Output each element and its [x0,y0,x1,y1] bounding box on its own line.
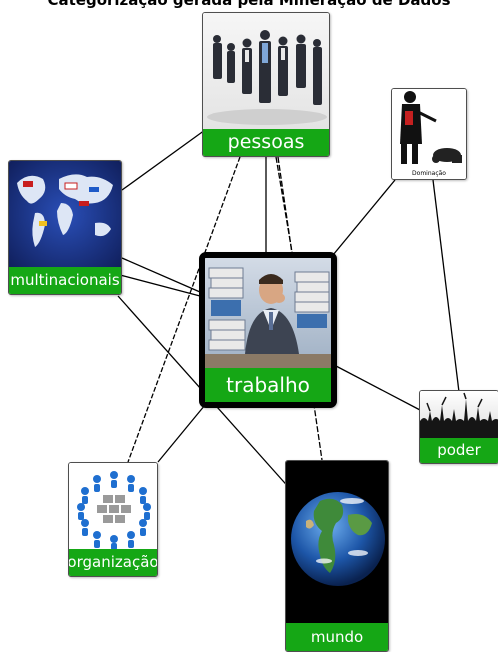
edge-dominacao-poder [432,179,460,393]
edge-multinacionais-trabalho-2 [119,274,201,297]
world-map-with-logos-image [9,161,121,267]
edge-dominacao-trabalho [332,179,396,256]
node-mundo[interactable]: mundo [285,460,389,652]
node-label: Dominação [392,169,466,179]
node-pessoas[interactable]: pessoas [202,12,330,157]
edge-trabalho-poder [335,365,421,411]
edge-pessoas-organizacao [127,156,241,463]
node-multinacionais[interactable]: multinacionais [8,160,122,295]
node-poder[interactable]: poder [419,390,498,464]
node-dominacao[interactable]: Dominação [391,88,467,180]
earth-globe-image [286,461,388,623]
node-label: mundo [286,623,388,651]
node-label: organização [69,549,157,576]
node-label: pessoas [203,129,329,156]
stressed-man-with-files-image [205,258,331,368]
edge-trabalho-organizacao [157,404,206,463]
edge-pessoas-multinacionais [121,129,206,191]
business-people-walking-image [203,13,329,129]
diagram-title: Categorização gerada pela Mineração de D… [47,0,451,9]
edge-pessoas-trabalho-2 [275,156,293,253]
node-trabalho[interactable]: trabalho [199,252,337,408]
edge-multinacionais-trabalho [121,257,201,293]
person-pointing-at-kneeling-person-image [392,89,466,169]
node-organizacao[interactable]: organização [68,462,158,577]
node-label: multinacionais [9,267,121,294]
node-label: poder [420,438,498,463]
crowd-silhouette-image [420,391,498,438]
people-circle-network-image [69,463,157,549]
node-label: trabalho [205,368,331,402]
